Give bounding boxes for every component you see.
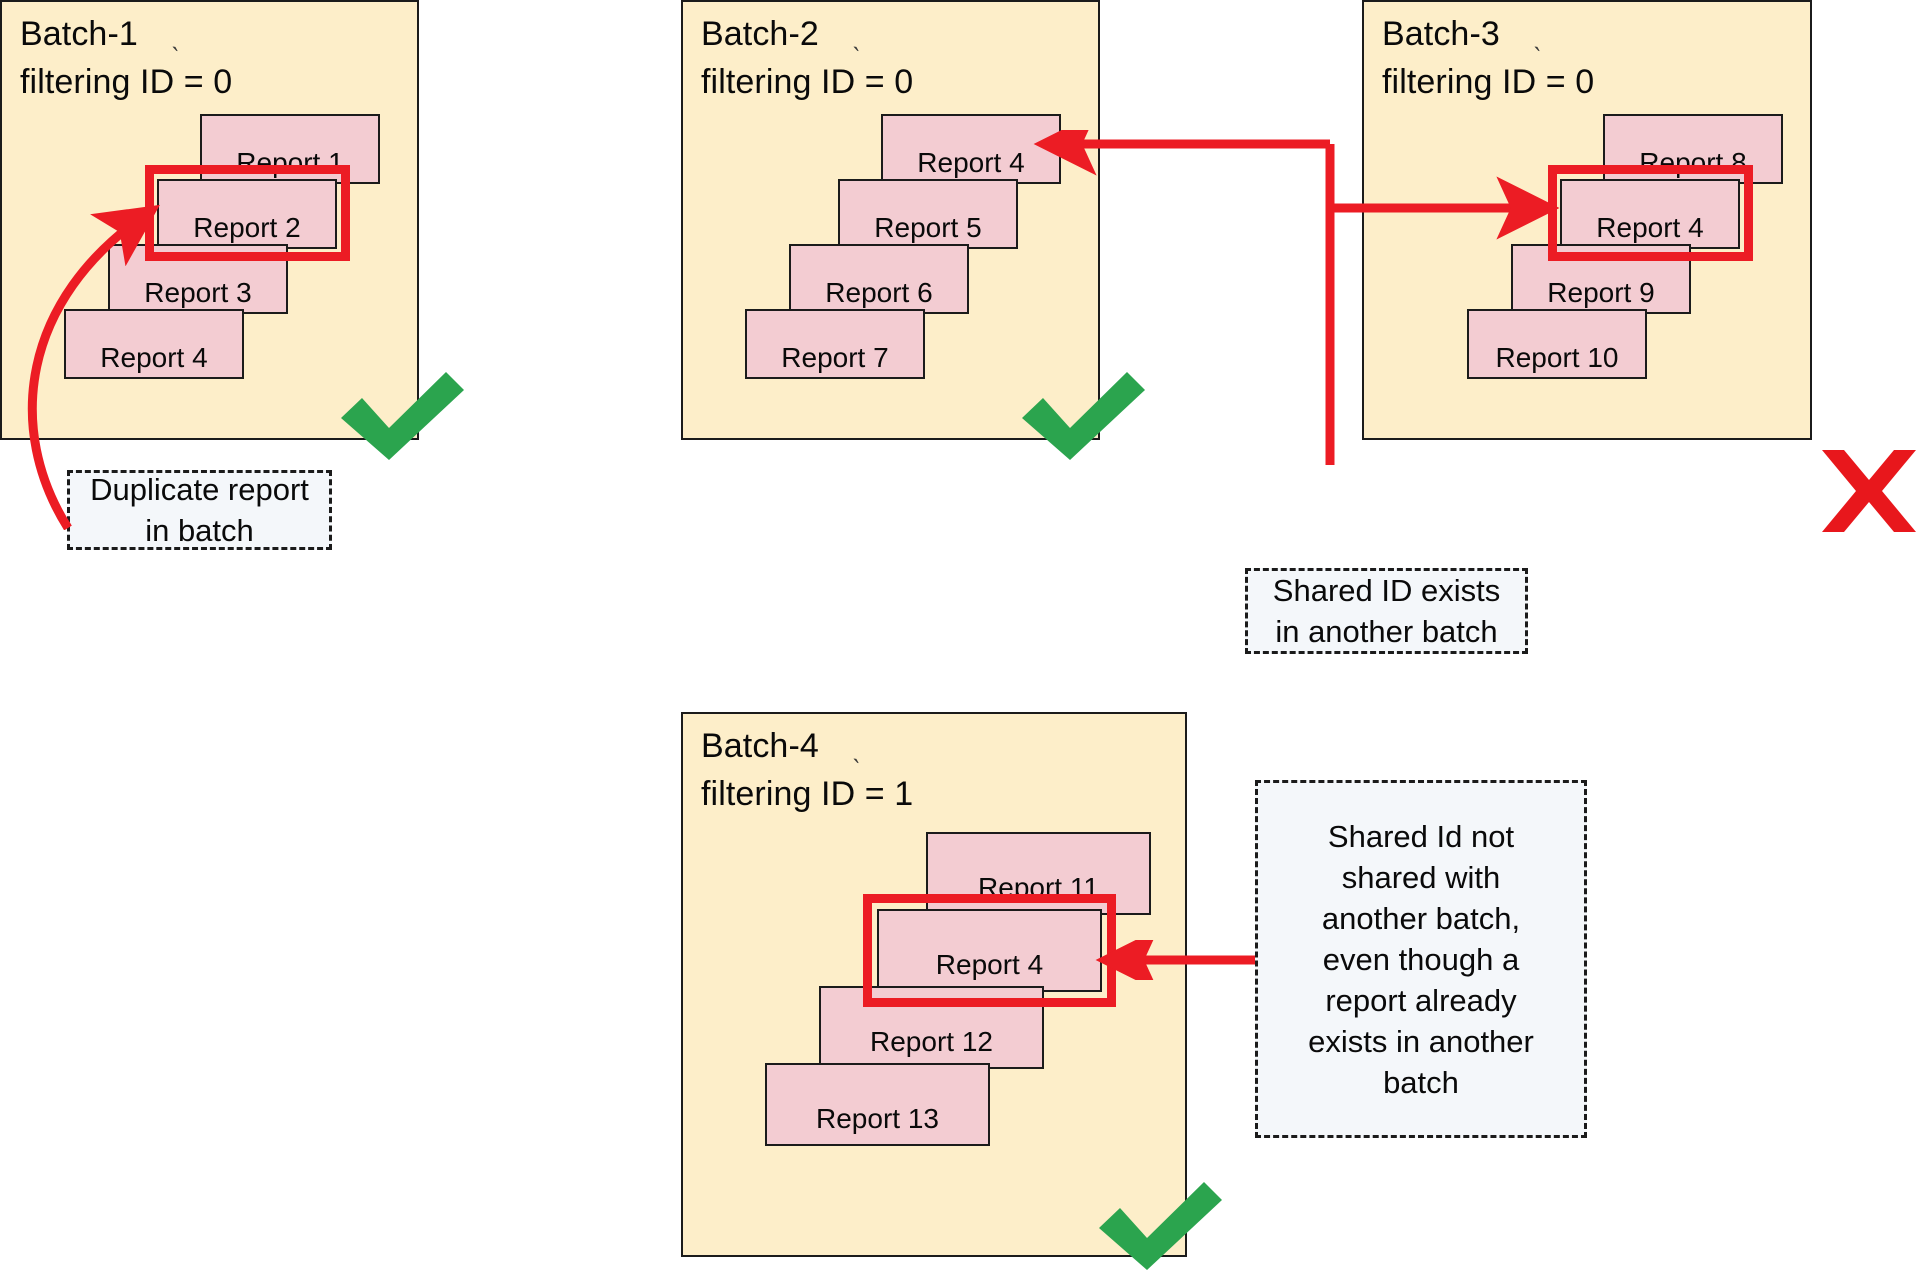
callout-line: even though a <box>1322 941 1520 977</box>
report-card[interactable]: Report 4 <box>881 114 1061 184</box>
callout-line: Duplicate report <box>90 472 309 507</box>
check-icon <box>341 372 464 460</box>
report-card[interactable]: Report 6 <box>789 244 969 314</box>
highlight-box-report-4 <box>1548 165 1753 261</box>
highlight-box-report-2 <box>145 165 350 261</box>
report-card[interactable]: Report 5 <box>838 179 1018 249</box>
callout-line: Shared ID exists <box>1272 573 1501 608</box>
highlight-box-report-4 <box>863 894 1116 1007</box>
callout-shared-id-exists: Shared ID exists in another batch <box>1245 568 1528 654</box>
cross-icon <box>1822 450 1916 532</box>
report-card[interactable]: Report 2 <box>157 179 337 249</box>
check-icon <box>1022 372 1145 460</box>
callout-line: shared with <box>1341 859 1501 895</box>
callout-duplicate-report: Duplicate report in batch <box>67 470 332 550</box>
callout-line: report already <box>1325 982 1517 1018</box>
callout-line: batch <box>1383 1064 1459 1100</box>
report-card[interactable]: Report 4 <box>1560 179 1740 249</box>
callout-line: Shared Id not <box>1327 818 1515 854</box>
callout-line: exists in another <box>1308 1023 1534 1059</box>
callout-line: in another batch <box>1275 614 1498 649</box>
callout-line: in batch <box>145 513 254 548</box>
report-card[interactable]: Report 4 <box>877 909 1102 992</box>
report-card[interactable]: Report 4 <box>64 309 244 379</box>
report-card[interactable]: Report 10 <box>1467 309 1647 379</box>
callout-shared-id-not-shared: Shared Id not shared with another batch,… <box>1255 780 1587 1138</box>
callout-line: another batch, <box>1321 900 1521 936</box>
report-card[interactable]: Report 13 <box>765 1063 990 1146</box>
check-icon <box>1099 1182 1222 1270</box>
report-card[interactable]: Report 7 <box>745 309 925 379</box>
